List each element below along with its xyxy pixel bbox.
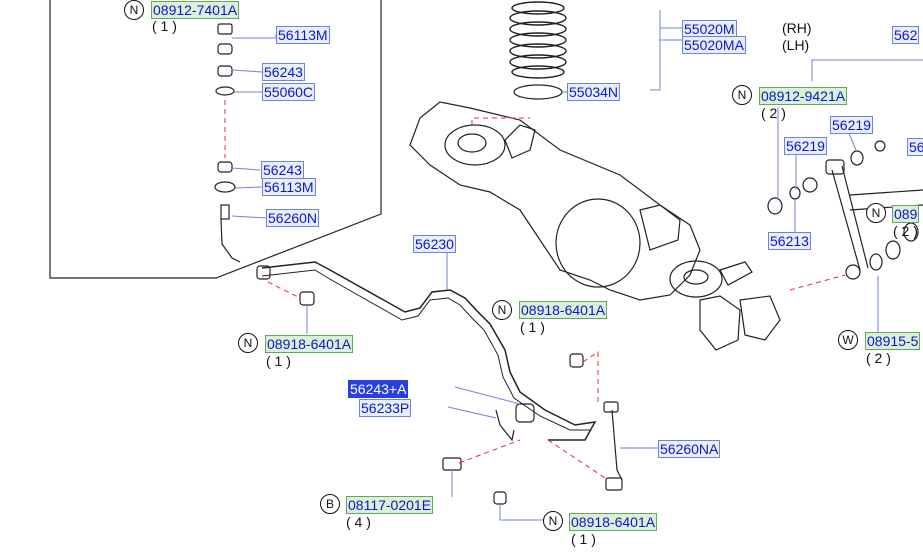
part-label-56243-lower[interactable]: 56243 (261, 161, 304, 179)
mark-n: N (732, 85, 752, 105)
part-label-08117-0201e[interactable]: 08117-0201E (346, 496, 434, 514)
axle-housing (409, 101, 781, 351)
mark-n: N (124, 0, 144, 20)
part-label-56233p[interactable]: 56233P (359, 399, 412, 417)
part-label-56243-a[interactable]: 56243+A (348, 380, 409, 398)
part-label-08918-6401a-left[interactable]: 08918-6401A (265, 335, 354, 353)
part-label-55020ma[interactable]: 55020MA (682, 36, 746, 54)
mark-n: N (238, 333, 258, 353)
part-label-55034n[interactable]: 55034N (567, 83, 621, 101)
part-label-08912-7401a[interactable]: 08912-7401A (151, 1, 240, 19)
inset-frame (49, 0, 382, 279)
part-label-56113m[interactable]: 56113M (276, 26, 330, 44)
stabilizer-bar (261, 261, 597, 441)
part-label-56260n[interactable]: 56260N (266, 209, 320, 227)
mark-n: N (492, 300, 512, 320)
part-label-089-cut[interactable]: 089 (892, 205, 920, 223)
side-lh: (LH) (782, 37, 810, 53)
coil-spring (509, 1, 567, 79)
qty-08117-0201e: ( 4 ) (346, 514, 371, 530)
side-rh: (RH) (782, 20, 812, 36)
qty-08918-6401a-mid: ( 1 ) (520, 319, 545, 335)
part-label-08918-6401a-mid[interactable]: 08918-6401A (519, 301, 608, 319)
qty-08912-9421a: ( 2 ) (761, 105, 786, 121)
part-label-56113m-lower[interactable]: 56113M (262, 178, 316, 196)
part-label-562-cut[interactable]: 562 (892, 26, 920, 44)
part-label-56213[interactable]: 56213 (768, 232, 811, 250)
mark-n: N (866, 203, 886, 223)
qty-08912-7401a: ( 1 ) (152, 18, 177, 34)
spring-seat (513, 84, 563, 100)
inset-link-stack (214, 23, 241, 263)
part-label-08912-9421a[interactable]: 08912-9421A (759, 87, 848, 105)
part-label-56-cut[interactable]: 56 (907, 138, 923, 156)
part-label-55060c[interactable]: 55060C (262, 83, 316, 101)
qty-08918-6401a-bottom: ( 1 ) (571, 531, 596, 547)
qty-08918-6401a-left: ( 1 ) (266, 353, 291, 369)
part-label-56219[interactable]: 56219 (784, 137, 827, 155)
qty-08915-5-cut: ( 2 ) (866, 350, 891, 366)
mark-b: B (320, 494, 340, 514)
part-label-08915-5-cut[interactable]: 08915-5 (865, 332, 921, 350)
part-label-56230[interactable]: 56230 (413, 235, 456, 253)
part-label-56243[interactable]: 56243 (262, 63, 305, 81)
mark-n: N (543, 511, 563, 531)
mark-w: W (838, 330, 858, 350)
qty-089-cut: ( 2 ) (893, 223, 918, 239)
part-label-56260na[interactable]: 56260NA (658, 440, 721, 458)
part-label-56219-upper[interactable]: 56219 (830, 116, 873, 134)
part-label-08918-6401a-bottom[interactable]: 08918-6401A (569, 513, 658, 531)
